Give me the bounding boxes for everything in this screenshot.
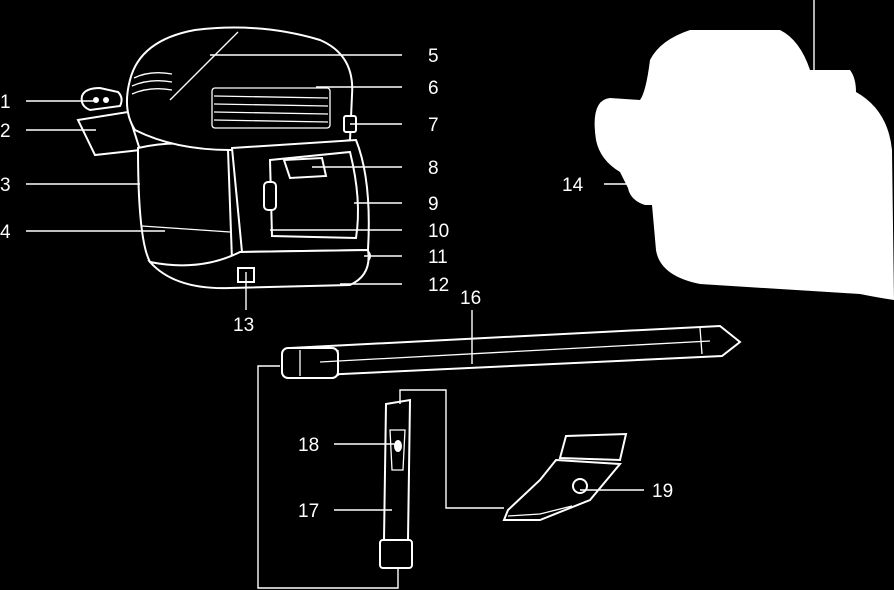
exhaust-grille [211, 87, 331, 129]
extension-tube [281, 324, 742, 379]
callout-19: 19 [652, 481, 673, 502]
callout-3: 3 [0, 175, 11, 196]
top-cover-line [169, 31, 239, 101]
callout-14: 14 [562, 175, 584, 196]
callout-11: 11 [428, 247, 448, 268]
callout-8: 8 [428, 158, 439, 179]
battery-pack [147, 248, 370, 290]
side-button [263, 181, 277, 211]
brush-tool [502, 432, 628, 521]
release-button-dot [93, 97, 99, 103]
callout-13: 13 [233, 315, 254, 336]
motor-vents-left [131, 72, 173, 95]
callout-12: 12 [428, 275, 449, 296]
crevice-tool [379, 398, 413, 569]
callout-16: 16 [460, 288, 481, 309]
power-trigger [282, 156, 328, 180]
dust-container-seam [141, 225, 231, 233]
bracket-right [399, 389, 504, 509]
callout-5: 5 [428, 46, 439, 67]
callout-7: 7 [428, 115, 439, 136]
release-button [80, 86, 123, 112]
release-button-dot-2 [103, 97, 109, 103]
motor-housing [125, 26, 354, 152]
callout-10: 10 [428, 221, 449, 242]
dust-container [136, 142, 234, 269]
callout-6: 6 [428, 78, 439, 99]
callout-9: 9 [428, 194, 439, 215]
handheld-vacuum-unit [76, 26, 371, 290]
bracket-left [257, 365, 399, 589]
wall-mount-silhouette [594, 30, 894, 300]
callout-17: 17 [298, 501, 319, 522]
callout-18: 18 [298, 435, 319, 456]
callout-2: 2 [0, 121, 11, 142]
callout-4: 4 [0, 222, 11, 243]
callout-1: 1 [0, 92, 11, 113]
